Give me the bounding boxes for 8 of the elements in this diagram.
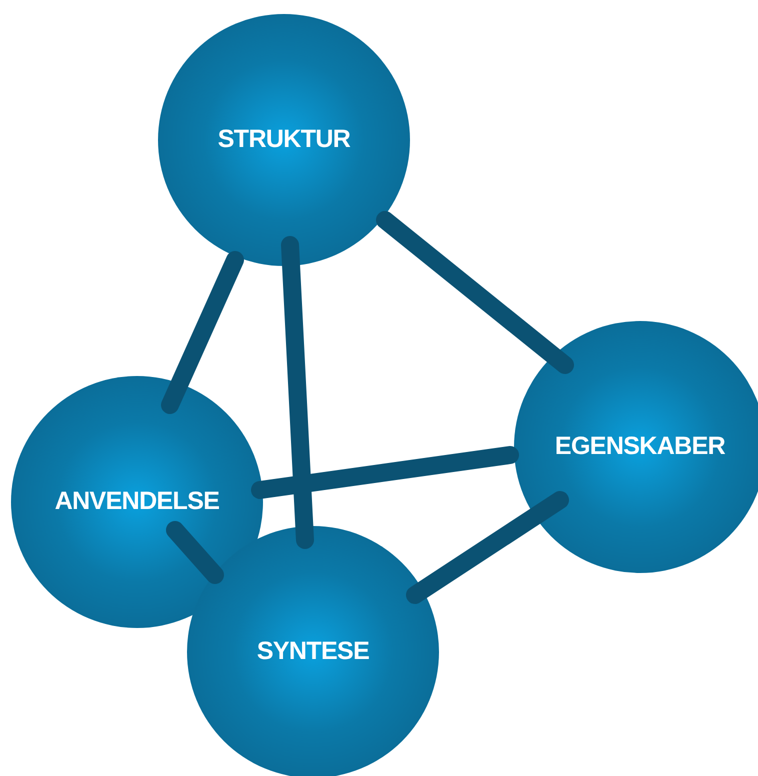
connector-line: [166, 521, 224, 584]
connector-line: [406, 491, 569, 604]
connector-line: [376, 211, 574, 374]
node-label: ANVENDELSE: [54, 486, 220, 518]
node-label: STRUKTUR: [218, 124, 350, 156]
node-label: SYNTESE: [256, 636, 370, 668]
node-label: EGENSKABER: [554, 431, 726, 462]
connector-line: [161, 251, 244, 414]
